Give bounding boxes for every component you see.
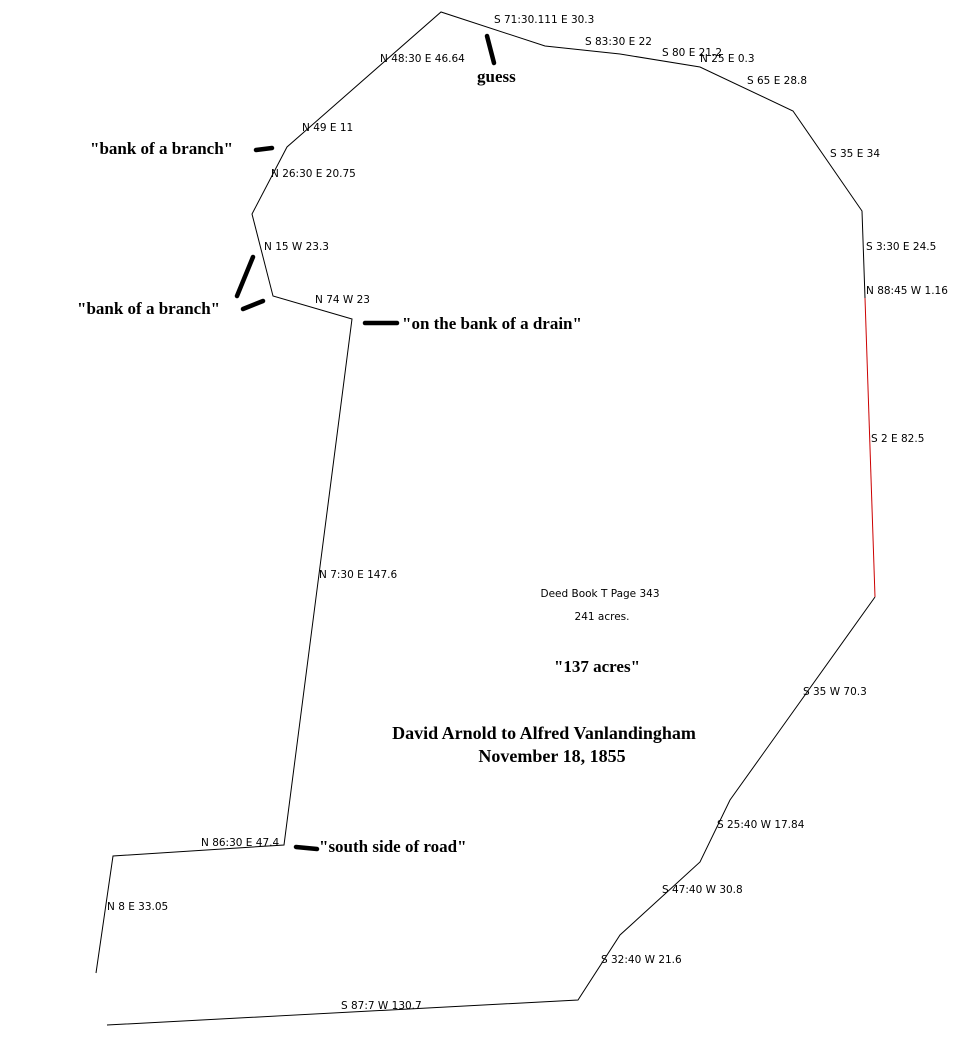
deed-acreage: 241 acres. xyxy=(575,611,630,623)
call-label: N 74 W 23 xyxy=(315,294,370,306)
bank-marker-1 xyxy=(253,145,275,153)
call-label: N 8 E 33.05 xyxy=(107,901,168,913)
guess-marker xyxy=(484,33,497,66)
call-label: N 86:30 E 47.4 xyxy=(201,837,279,849)
call-label: N 25 E 0.3 xyxy=(700,53,755,65)
call-label: N 7:30 E 147.6 xyxy=(319,569,397,581)
road-marker xyxy=(293,844,320,852)
call-label: S 35 E 34 xyxy=(830,148,880,160)
quoted-acreage: "137 acres" xyxy=(554,657,640,676)
call-label: N 88:45 W 1.16 xyxy=(866,285,948,297)
call-label: S 3:30 E 24.5 xyxy=(866,241,936,253)
call-label: S 65 E 28.8 xyxy=(747,75,807,87)
bank-marker-2a xyxy=(234,254,256,299)
call-label: S 25:40 W 17.84 xyxy=(717,819,805,831)
bank-marker-2b xyxy=(240,298,266,312)
call-label: S 80 E 21.2 xyxy=(662,47,722,59)
call-label: N 15 W 23.3 xyxy=(264,241,329,253)
note-bank-of-branch-1: "bank of a branch" xyxy=(90,139,233,158)
call-label: S 83:30 E 22 xyxy=(585,36,652,48)
deed-book-reference: Deed Book T Page 343 xyxy=(540,588,659,600)
plat-date: November 18, 1855 xyxy=(478,746,625,766)
call-label: S 71:30.111 E 30.3 xyxy=(494,14,594,26)
call-label: S 2 E 82.5 xyxy=(871,433,924,445)
call-label: S 87:7 W 130.7 xyxy=(341,1000,422,1012)
boundary-line-south xyxy=(106,596,876,1026)
call-label: S 47:40 W 30.8 xyxy=(662,884,743,896)
boundary-line xyxy=(95,11,866,974)
call-label: N 49 E 11 xyxy=(302,122,353,134)
plat-title: David Arnold to Alfred Vanlandingham xyxy=(392,723,696,743)
boundary-line-red xyxy=(864,297,876,598)
call-label: N 48:30 E 46.64 xyxy=(380,53,465,65)
note-south-side-of-road: "south side of road" xyxy=(319,837,467,856)
note-guess: guess xyxy=(477,67,516,86)
note-bank-of-drain: "on the bank of a drain" xyxy=(402,314,582,333)
note-bank-of-branch-2: "bank of a branch" xyxy=(77,299,220,318)
call-label: S 35 W 70.3 xyxy=(803,686,867,698)
call-label: S 32:40 W 21.6 xyxy=(601,954,682,966)
call-label: N 26:30 E 20.75 xyxy=(271,168,356,180)
